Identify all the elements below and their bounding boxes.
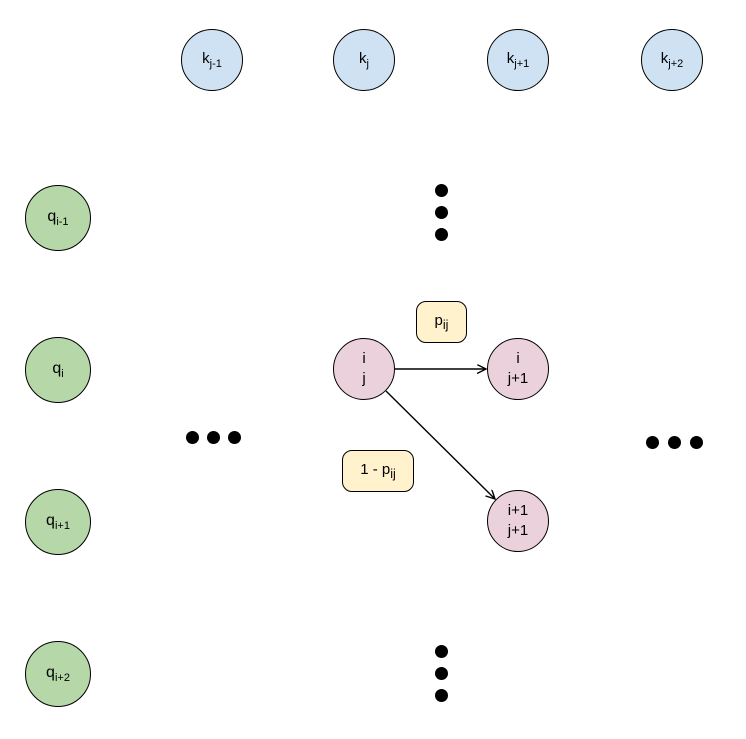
ellipsis-vertical-top	[435, 184, 448, 241]
key-node-j: kj	[333, 29, 395, 91]
dot	[435, 689, 448, 702]
key-node-j+1: kj+1	[487, 29, 549, 91]
probability-label-text: 1 - pij	[360, 461, 396, 481]
state-line2: j+1	[507, 370, 529, 387]
probability-label-text: pij	[435, 312, 449, 332]
label-sub: ij	[390, 467, 396, 481]
dot	[435, 667, 448, 680]
dot	[228, 431, 241, 444]
key-node-label: kj+2	[661, 50, 684, 70]
label-sub: i	[61, 368, 64, 381]
ellipsis-vertical-bottom	[435, 645, 448, 702]
dot	[186, 431, 199, 444]
ellipsis-horizontal-left	[186, 431, 241, 444]
key-node-j+2: kj+2	[641, 29, 703, 91]
key-node-label: kj	[359, 50, 369, 70]
query-node-i: qi	[25, 337, 91, 403]
query-node-label: qi+2	[46, 664, 70, 684]
state-node-i+1-j+1: i+1 j+1	[487, 490, 549, 552]
label-sub: j+2	[668, 58, 684, 70]
state-line1: i+1	[507, 502, 529, 519]
state-line1: i	[516, 350, 520, 367]
state-node-label: i+1 j+1	[508, 501, 528, 541]
key-node-j-1: kj-1	[181, 29, 243, 91]
state-line1: i	[362, 350, 366, 367]
label-base: q	[46, 511, 55, 529]
state-node-label: i j	[362, 349, 365, 389]
query-node-label: qi	[52, 360, 63, 380]
state-node-i-j: i j	[333, 338, 395, 400]
label-sub: i-1	[56, 216, 69, 229]
key-node-label: kj-1	[202, 50, 222, 70]
label-base: q	[47, 207, 57, 225]
state-node-label: i j+1	[508, 349, 528, 389]
dot	[646, 436, 659, 449]
label-sub: ij	[442, 318, 449, 332]
label-sub: i+2	[54, 672, 70, 685]
dot	[435, 206, 448, 219]
state-node-i-j+1: i j+1	[487, 338, 549, 400]
dot	[435, 228, 448, 241]
dot	[690, 436, 703, 449]
probability-label-1-minus-p-ij: 1 - pij	[342, 450, 414, 492]
ellipsis-horizontal-right	[646, 436, 703, 449]
label-sub: j+1	[514, 58, 530, 70]
query-node-i+1: qi+1	[25, 489, 91, 555]
label-sub: i+1	[54, 520, 70, 533]
dot	[207, 431, 220, 444]
key-node-label: kj+1	[507, 50, 530, 70]
query-node-i+2: qi+2	[25, 641, 91, 707]
label-base: k	[506, 50, 515, 67]
label-base: p	[434, 312, 443, 329]
label-base: k	[202, 50, 210, 67]
query-node-label: qi-1	[47, 208, 68, 228]
label-base: k	[660, 50, 669, 67]
label-base: q	[46, 663, 55, 681]
query-node-i-1: qi-1	[25, 185, 91, 251]
probability-label-p-ij: pij	[416, 301, 467, 343]
label-sub: j-1	[209, 58, 222, 70]
label-base: q	[52, 359, 62, 377]
dot	[435, 184, 448, 197]
label-sub: j	[366, 58, 369, 70]
state-line2: j+1	[507, 522, 529, 539]
dot	[435, 645, 448, 658]
label-base: 1 - p	[360, 461, 391, 478]
state-line2: j	[362, 370, 366, 387]
dot	[668, 436, 681, 449]
label-base: k	[359, 50, 367, 67]
query-node-label: qi+1	[46, 512, 70, 532]
